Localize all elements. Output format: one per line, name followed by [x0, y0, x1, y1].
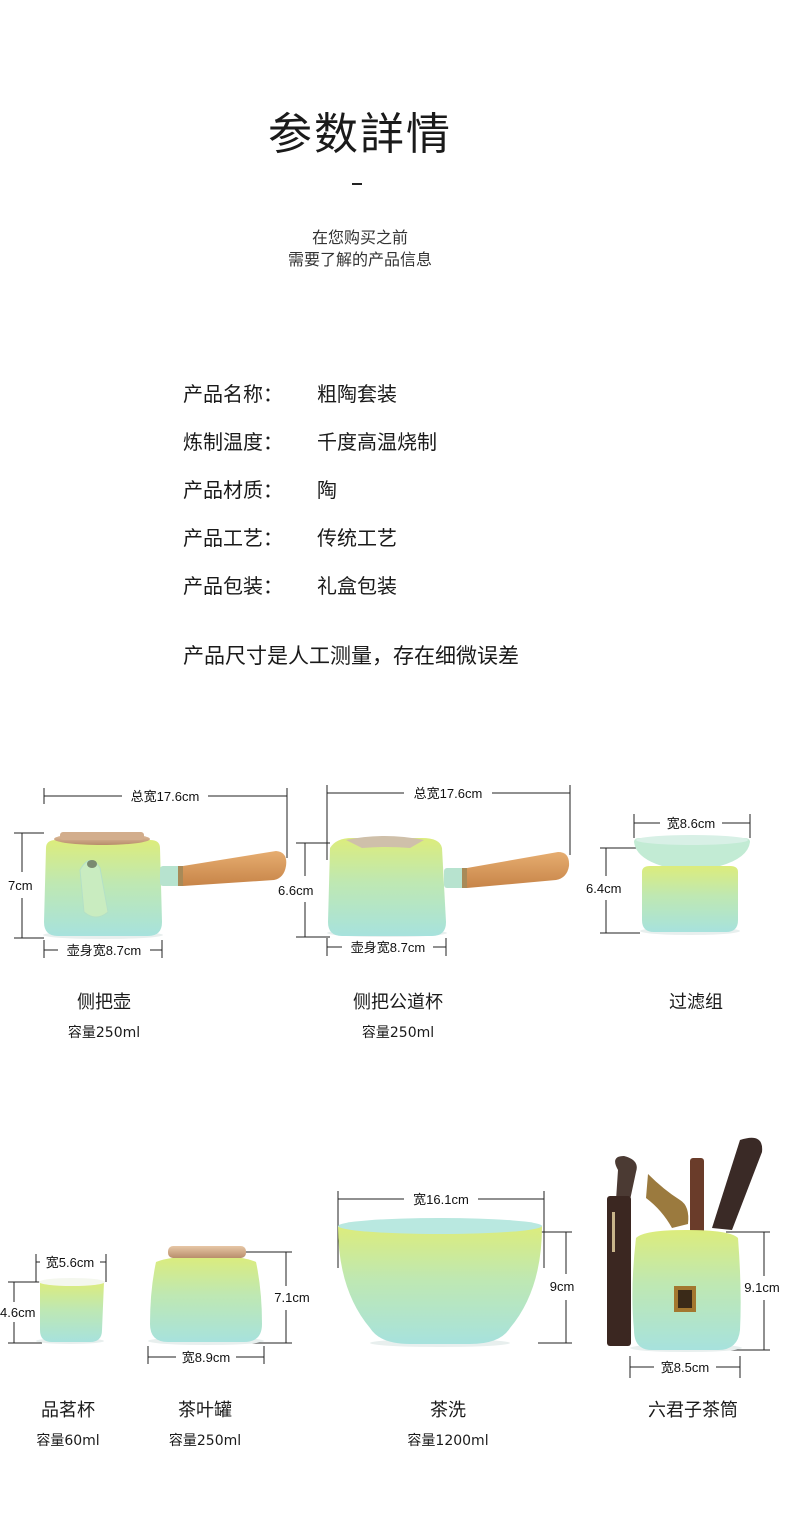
product-name: 茶洗 [430, 1400, 466, 1421]
page-title: 参数詳情 [268, 109, 452, 160]
dim-width: 宽16.1cm [413, 1192, 469, 1207]
product-capacity: 容量1200ml [407, 1433, 489, 1449]
spec-key: 产品包装： [183, 574, 283, 598]
spec-value: 千度高温烧制 [317, 430, 437, 454]
measurement-note: 产品尺寸是人工测量，存在细微误差 [183, 644, 519, 668]
product-capacity: 容量250ml [361, 1025, 435, 1041]
utensil-holder-image [607, 1137, 763, 1352]
spec-value: 粗陶套装 [317, 382, 397, 406]
dim-total-width: 总宽17.6cm [131, 789, 200, 804]
title-divider [352, 183, 362, 185]
spec-key: 产品名称： [183, 382, 283, 406]
dim-width: 宽5.6cm [46, 1255, 94, 1270]
dim-height: 9cm [550, 1279, 575, 1294]
tea-caddy-image [148, 1246, 264, 1345]
dim-width: 宽8.6cm [667, 816, 715, 831]
product-name: 六君子茶筒 [648, 1400, 738, 1421]
dim-body-width: 壶身宽8.7cm [67, 943, 141, 958]
dim-height: 7cm [8, 878, 33, 893]
spec-key: 产品材质： [183, 478, 283, 502]
subtitle-line-1: 在您购买之前 [311, 228, 408, 247]
dim-width: 宽8.5cm [661, 1360, 709, 1375]
dim-total-width: 总宽17.6cm [414, 786, 483, 801]
tasting-cup-image [36, 1278, 105, 1344]
product-name: 侧把公道杯 [353, 992, 443, 1013]
dim-body-width: 壶身宽8.7cm [351, 940, 425, 955]
product-name: 品茗杯 [41, 1400, 95, 1421]
product-capacity: 容量60ml [36, 1433, 100, 1449]
dim-height: 4.6cm [0, 1305, 35, 1320]
filter-set-image [634, 835, 750, 935]
side-handle-fair-cup-image [327, 836, 570, 937]
dim-height: 6.4cm [586, 881, 621, 896]
product-name: 过滤组 [669, 992, 723, 1013]
dim-height: 9.1cm [744, 1280, 779, 1295]
dim-width: 宽8.9cm [182, 1350, 230, 1365]
spec-key: 炼制温度： [183, 430, 283, 454]
tea-wash-bowl-image [338, 1218, 542, 1347]
spec-value: 礼盒包装 [317, 574, 397, 598]
product-name: 茶叶罐 [178, 1400, 232, 1421]
spec-value: 陶 [317, 478, 337, 502]
product-capacity: 容量250ml [67, 1025, 141, 1041]
product-capacity: 容量250ml [168, 1433, 242, 1449]
side-handle-teapot-image [43, 832, 287, 939]
subtitle-line-2: 需要了解的产品信息 [287, 250, 432, 269]
product-name: 侧把壶 [77, 992, 131, 1013]
spec-key: 产品工艺： [183, 526, 283, 550]
dim-height: 7.1cm [274, 1290, 309, 1305]
spec-value: 传统工艺 [317, 526, 397, 550]
dim-height: 6.6cm [278, 883, 313, 898]
